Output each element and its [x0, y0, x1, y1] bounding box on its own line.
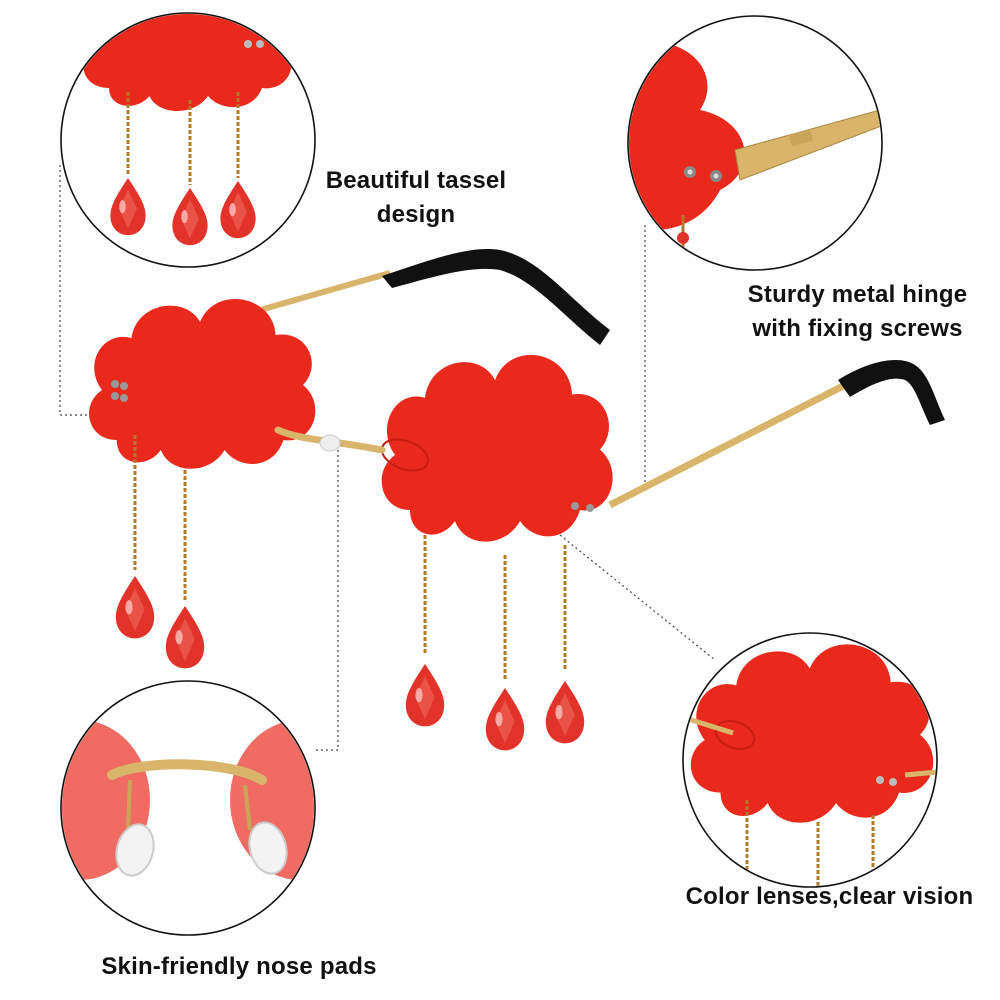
callout-circles: [60, 12, 938, 936]
callout-lines: [59, 165, 716, 751]
lens-detail-zoom: [684, 644, 936, 886]
tassel-caption-line2: design: [376, 201, 456, 228]
lens-caption: Color lenses,clear vision: [685, 883, 974, 910]
nose-pad-caption: Skin-friendly nose pads: [101, 953, 377, 980]
main-sunglasses: [89, 249, 945, 751]
hinge-caption-line1: Sturdy metal hinge: [747, 281, 968, 308]
hinge-caption: Sturdy metal hinge with fixing screws: [730, 278, 985, 346]
tassel-caption: Beautiful tassel design: [316, 164, 516, 232]
tassel-detail-zoom: [83, 14, 292, 246]
nose-pad-detail-zoom: [62, 720, 314, 880]
hinge-detail-zoom: [629, 40, 881, 250]
tassel-caption-line1: Beautiful tassel: [325, 167, 507, 194]
hinge-caption-line2: with fixing screws: [752, 315, 963, 342]
